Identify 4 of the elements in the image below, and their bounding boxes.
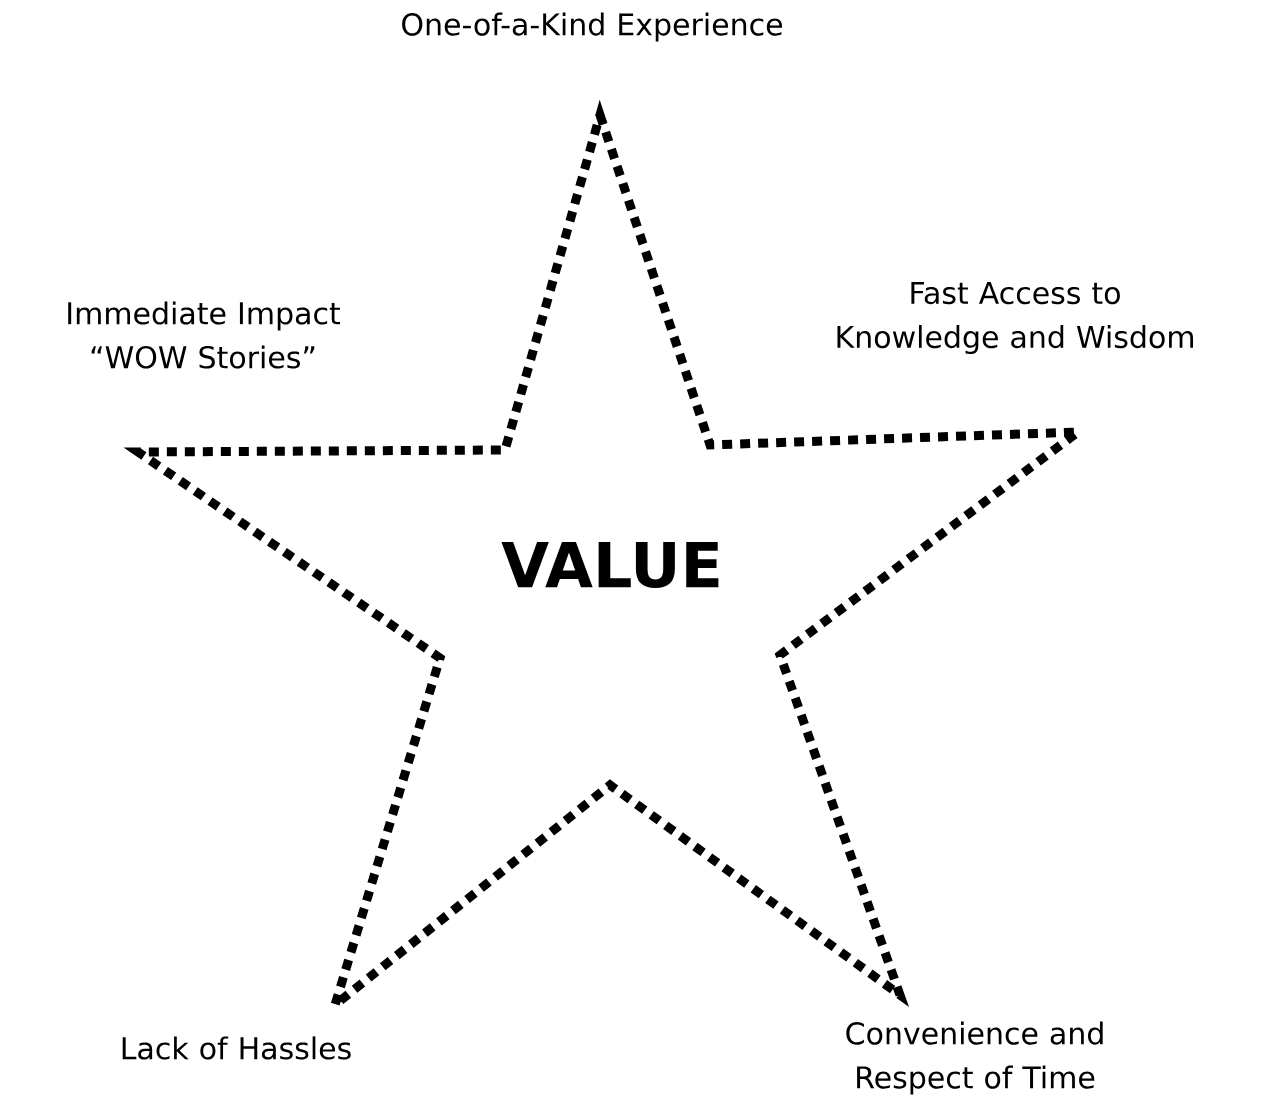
caption-text: Immediate Impact “WOW Stories” [68, 301, 341, 369]
caption-text: Fast Access to Knowledge and Wisdom [837, 281, 1193, 355]
caption-text: One-of-a-Kind Experience [402, 12, 783, 42]
caption-text: Lack of Hassles [122, 1036, 351, 1060]
